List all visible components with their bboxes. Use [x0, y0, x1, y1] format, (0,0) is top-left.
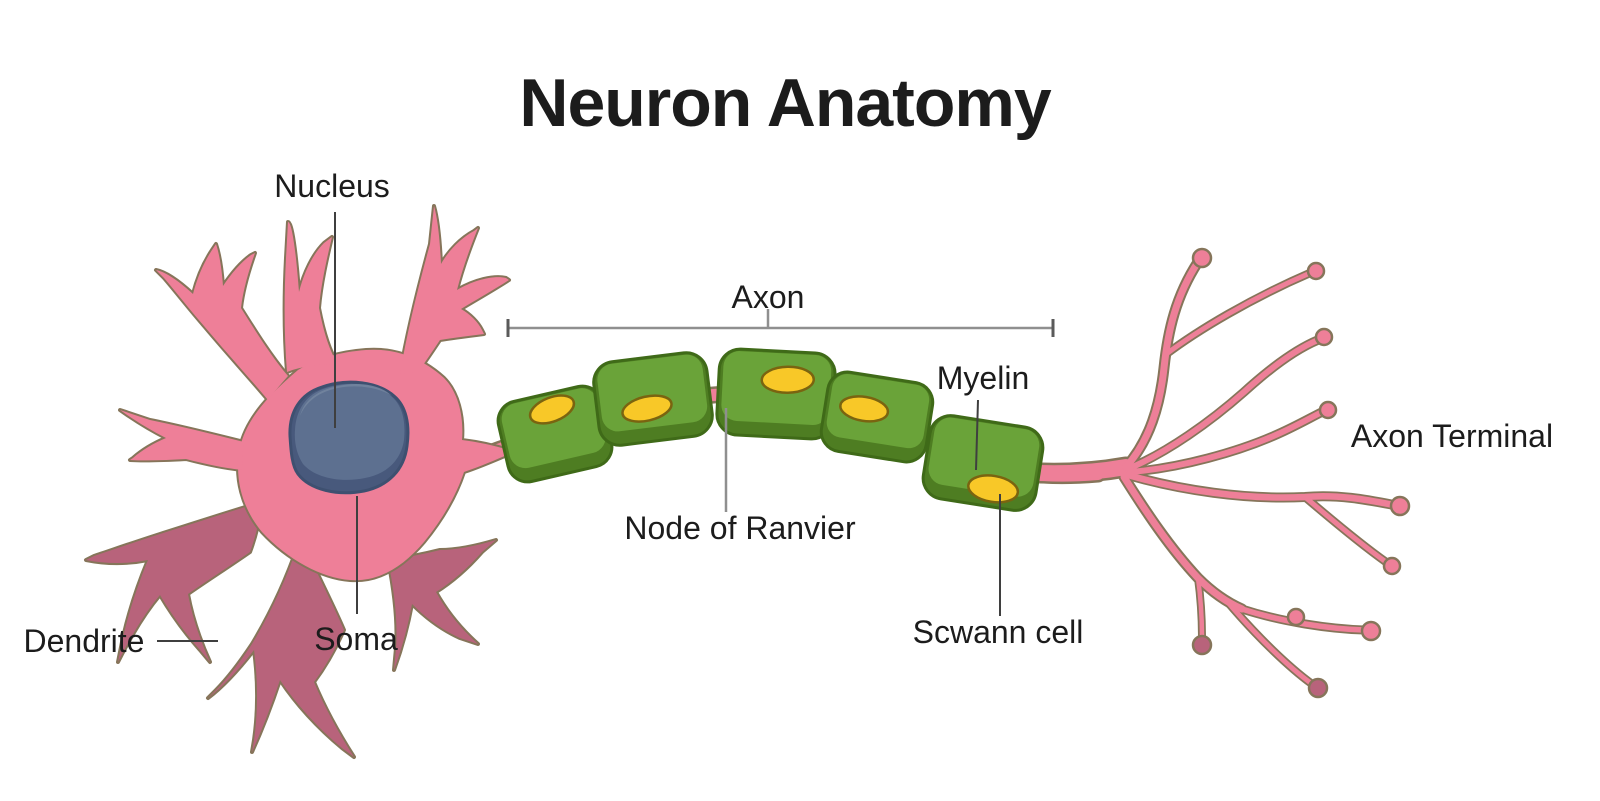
label-schwann-cell: Scwann cell — [913, 614, 1084, 650]
terminal-bulb — [1382, 556, 1402, 576]
terminal-bulb — [1360, 620, 1382, 642]
schwann-nucleus — [621, 394, 673, 423]
axon-terminal-bulbs — [1191, 247, 1411, 699]
terminal-bulb — [1306, 261, 1326, 281]
terminal-bulb — [1314, 327, 1334, 347]
schwann-nucleus — [839, 395, 890, 423]
myelin-sheath — [496, 347, 1045, 512]
terminal-bulb — [1307, 677, 1329, 699]
axon-bracket — [506, 309, 1055, 337]
label-nucleus: Nucleus — [274, 168, 390, 204]
nucleus-highlight — [300, 384, 392, 416]
axon-and-terminal — [452, 247, 1411, 699]
label-axon-terminal: Axon Terminal — [1351, 418, 1553, 454]
terminal-bulb — [1191, 247, 1213, 269]
terminal-bulb — [1191, 634, 1213, 656]
schwann-nucleus — [528, 394, 576, 425]
myelin-segment-3 — [715, 347, 837, 441]
nucleus-body — [294, 383, 405, 480]
label-dendrite: Dendrite — [24, 623, 145, 659]
terminal-bulb — [1389, 495, 1411, 517]
page-title: Neuron Anatomy — [519, 65, 1051, 141]
label-node-of-ranvier: Node of Ranvier — [624, 510, 856, 546]
label-soma: Soma — [314, 621, 398, 657]
nucleus-shape — [288, 380, 410, 495]
schwann-nucleus — [967, 474, 1020, 504]
myelin-segment-2 — [592, 351, 714, 447]
pointer-lines — [157, 212, 1055, 642]
myelin-pointer-line — [975, 399, 979, 471]
label-axon: Axon — [732, 279, 805, 315]
myelin-segment-4 — [819, 370, 935, 464]
label-myelin: Myelin — [937, 360, 1029, 396]
schwann-nucleus — [760, 365, 816, 395]
myelin-segment-1 — [496, 384, 614, 484]
terminal-bulb — [1286, 607, 1306, 627]
myelin-segment-5 — [921, 414, 1045, 512]
terminal-bulb — [1318, 400, 1338, 420]
